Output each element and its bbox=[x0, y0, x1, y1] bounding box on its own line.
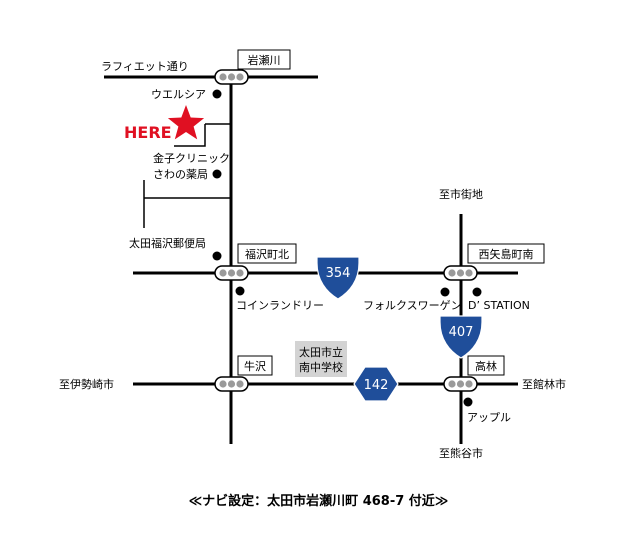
coin-laundry-label: コインランドリー bbox=[236, 299, 324, 312]
sign-fukuzawa-kita: 福沢町北 bbox=[237, 243, 297, 264]
welcia-dot bbox=[212, 89, 222, 99]
apple-label: アップル bbox=[467, 411, 511, 424]
sign-ushizawa-label: 牛沢 bbox=[244, 359, 266, 373]
landmark-dots bbox=[212, 89, 482, 407]
d-station-dot bbox=[472, 287, 482, 297]
sign-fukuzawa-kita-label: 福沢町北 bbox=[245, 247, 289, 261]
kaneko-clinic-label-line2: さわの薬局 bbox=[153, 168, 208, 181]
ota-fukuzawa-post-label: 太田福沢郵便局 bbox=[129, 236, 206, 250]
sign-nishi-yajima: 西矢島町南 bbox=[467, 243, 545, 264]
to-kumagaya-label: 至熊谷市 bbox=[439, 446, 483, 460]
to-tatebayashi-label: 至館林市 bbox=[522, 377, 566, 391]
route-354-label: 354 bbox=[326, 266, 351, 281]
side-streets bbox=[143, 123, 231, 228]
route-142-shield: 142 bbox=[353, 366, 399, 402]
kaneko-clinic-label-line1: 金子クリニック bbox=[153, 151, 230, 165]
school-label-line1: 太田市立 bbox=[299, 345, 343, 359]
d-station-label: D’ STATION bbox=[468, 299, 530, 312]
to-isesaki-label: 至伊勢崎市 bbox=[59, 377, 114, 391]
sign-nishi-yajima-label: 西矢島町南 bbox=[479, 247, 534, 261]
coin-laundry-dot bbox=[235, 286, 245, 296]
school-label-line2: 南中学校 bbox=[299, 360, 343, 374]
volkswagen-label: フォルクスワーゲン bbox=[363, 299, 462, 312]
traffic-signal-fukuzawa-kita bbox=[214, 265, 249, 281]
traffic-signal-iwasegawa bbox=[214, 69, 249, 85]
traffic-signal-ushizawa bbox=[214, 376, 249, 392]
route-407-label: 407 bbox=[449, 325, 474, 340]
route-142-label: 142 bbox=[364, 378, 389, 393]
clinic-dot bbox=[212, 169, 222, 179]
here-star-icon bbox=[167, 105, 205, 140]
sign-takabayashi: 高林 bbox=[467, 355, 505, 376]
here-label: HERE bbox=[124, 123, 172, 142]
navi-setting-caption: ≪ナビ設定：太田市岩瀬川町 468-7 付近≫ bbox=[188, 494, 449, 509]
clinic-leader-line bbox=[174, 124, 206, 147]
traffic-signal-takabayashi bbox=[443, 376, 478, 392]
sign-ushizawa: 牛沢 bbox=[237, 355, 273, 376]
sign-iwasegawa: 岩瀬川 bbox=[237, 49, 291, 70]
apple-dot bbox=[463, 397, 473, 407]
school-box bbox=[295, 341, 347, 377]
sign-takabayashi-label: 高林 bbox=[475, 359, 497, 373]
volkswagen-dot bbox=[440, 287, 450, 297]
route-407-shield: 407 bbox=[439, 315, 483, 359]
post-office-dot bbox=[212, 251, 222, 261]
raffiett-street-label: ラフィエット通り bbox=[101, 60, 189, 73]
route-354-shield: 354 bbox=[316, 256, 360, 300]
sign-iwasegawa-label: 岩瀬川 bbox=[248, 53, 281, 67]
traffic-signal-nishi-yajima bbox=[443, 265, 478, 281]
to-city-center-label: 至市街地 bbox=[439, 187, 483, 201]
welcia-label: ウエルシア bbox=[151, 88, 206, 101]
